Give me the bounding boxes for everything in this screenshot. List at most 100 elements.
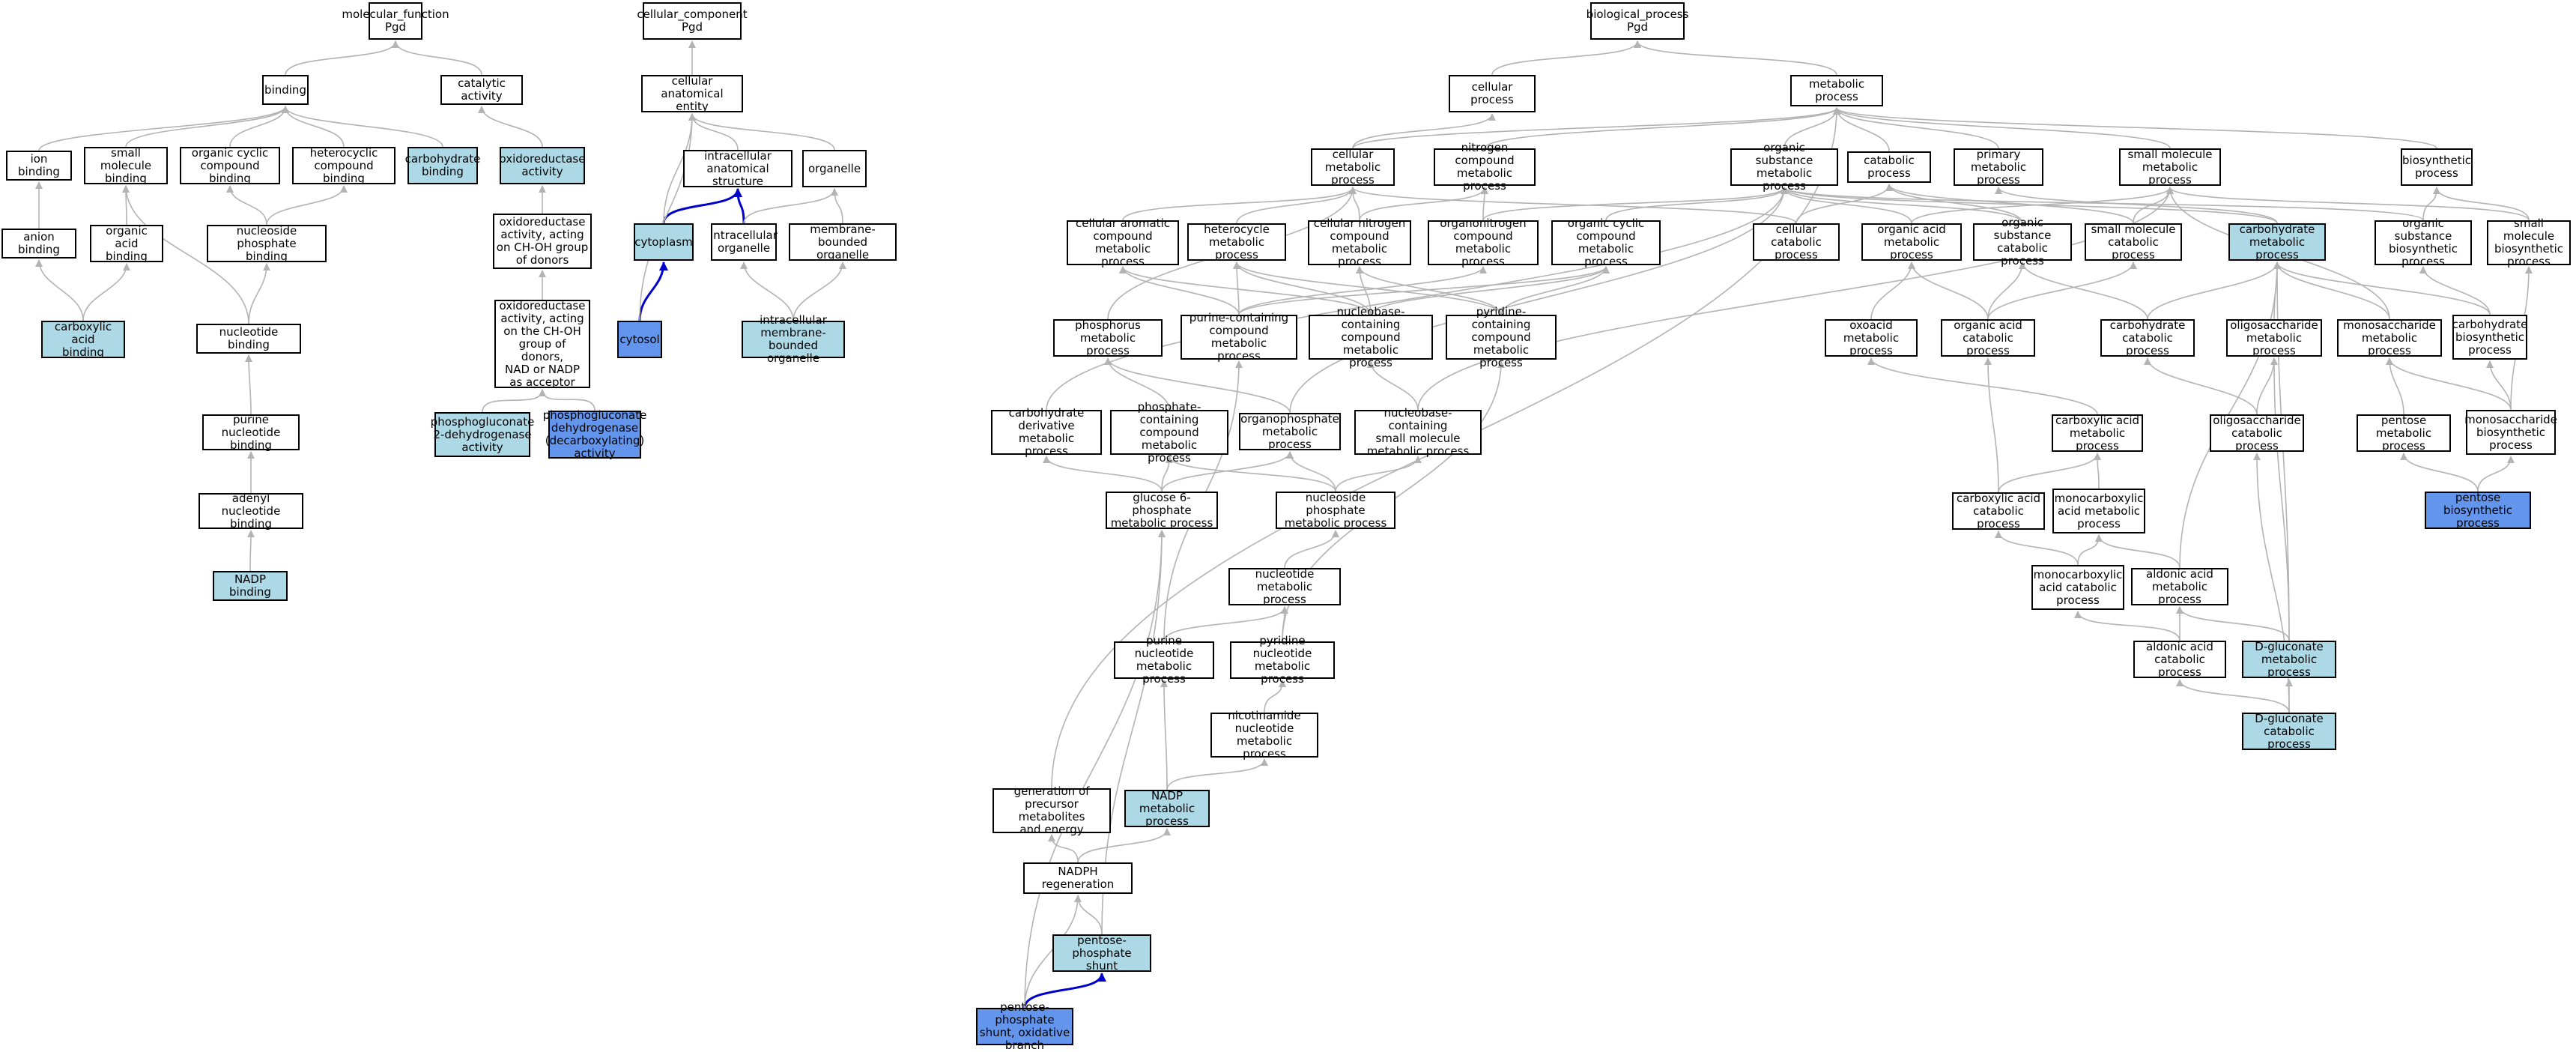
node-carbohydrate-catabolic-process[interactable]: carbohydrate catabolic process — [2100, 318, 2195, 357]
edge-mono_bio-to-mono_met — [2386, 357, 2512, 411]
node-biosynthetic-process[interactable]: biosynthetic process — [2401, 148, 2473, 186]
node-oligosaccharide-catabolic-process[interactable]: oligosaccharide catabolic process — [2210, 414, 2304, 452]
node-heterocyclic-compound-binding[interactable]: heterocyclic compound binding — [292, 146, 396, 184]
edge-monocarb_cat-to-monocarb_met — [2077, 534, 2103, 566]
node-cellular-nitrogen-compound-metabolic-process[interactable]: cellular nitrogen compound metabolic pro… — [1308, 217, 1411, 268]
node-cellular-component[interactable]: cellular_component Pgd — [637, 2, 748, 40]
node-carbohydrate-binding[interactable]: carbohydrate binding — [405, 147, 480, 184]
node-monosaccharide-metabolic-process[interactable]: monosaccharide metabolic process — [2337, 318, 2442, 357]
node-organic-cyclic-compound-metabolic-process[interactable]: organic cyclic compound metabolic proces… — [1551, 217, 1661, 268]
node-membrane-bounded-organelle[interactable]: membrane-bounded organelle — [789, 223, 897, 261]
node-nucleotide-binding[interactable]: nucleotide binding — [196, 324, 301, 354]
node-cytosol[interactable]: cytosol — [617, 321, 662, 358]
node-cellular-aromatic-compound-metabolic-process[interactable]: cellular aromatic compound metabolic pro… — [1067, 217, 1179, 268]
edge-phc_met-to-phos_met — [1104, 357, 1170, 411]
node-oxoacid-metabolic-process[interactable]: oxoacid metabolic process — [1825, 318, 1918, 357]
node-phosphogluconate-dehydrogenase-decarboxylating[interactable]: phosphogluconate dehydrogenase (decarbox… — [542, 408, 647, 460]
node-molecular-function[interactable]: molecular_function Pgd — [342, 2, 449, 40]
node-carboxylic-acid-catabolic-process[interactable]: carboxylic acid catabolic process — [1952, 492, 2045, 530]
node-organonitrogen-compound-metabolic-process[interactable]: organonitrogen compound metabolic proces… — [1428, 217, 1539, 268]
node-primary-metabolic-process[interactable]: primary metabolic process — [1954, 148, 2043, 186]
node-intracellular-anatomical-structure[interactable]: intracellular anatomical structure — [683, 149, 793, 187]
node-nitrogen-compound-metabolic-process[interactable]: nitrogen compound metabolic process — [1434, 142, 1536, 193]
node-cytoplasm[interactable]: cytoplasm — [634, 223, 694, 261]
node-oxidoreductase-nad-nadp[interactable]: oxidoreductase activity, acting on the C… — [494, 299, 590, 388]
node-intracellular-membrane-bounded-organelle[interactable]: intracellular membrane-bounded organelle — [742, 314, 845, 365]
node-phosphorus-metabolic-process[interactable]: phosphorus metabolic process — [1053, 318, 1163, 357]
node-pentose-biosynthetic-process[interactable]: pentose biosynthetic process — [2425, 491, 2531, 529]
node-carbohydrate-metabolic-process[interactable]: carbohydrate metabolic process — [2228, 223, 2326, 261]
node-aldonic-acid-metabolic-process[interactable]: aldonic acid metabolic process — [2131, 567, 2228, 605]
node-carbohydrate-derivative-metabolic-process[interactable]: carbohydrate derivative metabolic proces… — [991, 407, 1102, 458]
edge-cytosol-to-cytoplasm — [638, 262, 668, 321]
node-purine-nucleotide-binding[interactable]: purine nucleotide binding — [202, 413, 300, 451]
node-phosphogluconate-2-dehydrogenase[interactable]: phosphogluconate 2-dehydrogenase activit… — [431, 412, 534, 457]
node-organic-substance-biosynthetic-process[interactable]: organic substance biosynthetic process — [2375, 217, 2472, 268]
node-adenyl-nucleotide-binding[interactable]: adenyl nucleotide binding — [198, 492, 303, 530]
node-pentose-metabolic-process[interactable]: pentose metabolic process — [2357, 414, 2451, 452]
node-nucleotide-metabolic-process[interactable]: nucleotide metabolic process — [1228, 567, 1341, 605]
node-pentose-phosphate-shunt[interactable]: pentose-phosphate shunt — [1052, 934, 1151, 972]
node-ion-binding[interactable]: ion binding — [6, 151, 72, 181]
node-pentose-phosphate-shunt-oxidative-branch[interactable]: pentose-phosphate shunt, oxidative branc… — [976, 1001, 1073, 1052]
node-nicotinamide-nucleotide-metabolic-process[interactable]: nicotinamide nucleotide metabolic proces… — [1210, 710, 1318, 761]
edge-sm_bio-to-sm_met — [2166, 187, 2530, 221]
node-oxidoreductase-activity[interactable]: oxidoreductase activity — [500, 147, 585, 184]
node-d-gluconate-catabolic-process[interactable]: D-gluconate catabolic process — [2242, 712, 2336, 750]
node-d-gluconate-metabolic-process[interactable]: D-gluconate metabolic process — [2242, 640, 2336, 678]
node-pyridine-containing-compound-metabolic-process[interactable]: pyridine-containing compound metabolic p… — [1446, 305, 1557, 369]
node-nadp-binding[interactable]: NADP binding — [213, 571, 288, 601]
edge-nadp_met-to-pun_met — [1160, 680, 1169, 790]
node-nucleoside-phosphate-metabolic-process[interactable]: nucleoside phosphate metabolic process — [1276, 491, 1395, 529]
node-purine-containing-compound-metabolic-process[interactable]: purine-containing compound metabolic pro… — [1181, 312, 1297, 363]
node-carboxylic-acid-binding[interactable]: carboxylic acid binding — [41, 320, 125, 358]
node-organic-cyclic-compound-binding[interactable]: organic cyclic compound binding — [180, 146, 280, 184]
node-metabolic-process[interactable]: metabolic process — [1790, 75, 1883, 106]
node-nadp-metabolic-process[interactable]: NADP metabolic process — [1124, 789, 1210, 827]
node-monocarboxylic-acid-metabolic-process[interactable]: monocarboxylic acid metabolic process — [2052, 489, 2145, 533]
node-nucleobase-containing-compound-metabolic-process[interactable]: nucleobase-containing compound metabolic… — [1309, 305, 1433, 369]
node-oxidoreductase-ch-oh[interactable]: oxidoreductase activity, acting on CH-OH… — [493, 214, 592, 269]
node-generation-of-precursor-metabolites[interactable]: generation of precursor metabolites and … — [992, 785, 1111, 836]
node-anion-binding[interactable]: anion binding — [1, 229, 76, 259]
node-biological-process[interactable]: biological_process Pgd — [1586, 2, 1688, 40]
node-monosaccharide-biosynthetic-process[interactable]: monosaccharide biosynthetic process — [2464, 410, 2557, 455]
edge-imbo-to-ic_organelle — [740, 262, 794, 321]
node-heterocycle-metabolic-process[interactable]: heterocycle metabolic process — [1187, 223, 1286, 261]
node-organic-substance-catabolic-process[interactable]: organic substance catabolic process — [1973, 217, 2072, 267]
node-catabolic-process[interactable]: catabolic process — [1847, 151, 1931, 183]
node-organic-acid-binding[interactable]: organic acid binding — [90, 224, 163, 262]
node-organelle[interactable]: organelle — [802, 150, 867, 187]
node-cellular-catabolic-process[interactable]: cellular catabolic process — [1753, 223, 1840, 261]
node-small-molecule-metabolic-process[interactable]: small molecule metabolic process — [2119, 148, 2221, 186]
node-small-molecule-biosynthetic-process[interactable]: small molecule biosynthetic process — [2487, 217, 2571, 268]
node-cellular-process[interactable]: cellular process — [1449, 75, 1536, 112]
node-catalytic-activity[interactable]: catalytic activity — [440, 75, 523, 105]
node-binding[interactable]: binding — [262, 75, 309, 105]
node-organophosphate-metabolic-process[interactable]: organophosphate metabolic process — [1239, 412, 1341, 450]
node-nucleobase-containing-small-molecule-metabolic-process[interactable]: nucleobase-containing small molecule met… — [1354, 407, 1482, 458]
node-phosphate-containing-compound-metabolic-process[interactable]: phosphate-containing compound metabolic … — [1110, 400, 1228, 464]
node-nucleoside-phosphate-binding[interactable]: nucleoside phosphate binding — [207, 224, 327, 262]
node-small-molecule-binding[interactable]: small molecule binding — [84, 146, 168, 184]
edge-ca_binding-to-anion_binding — [35, 259, 84, 321]
node-organic-acid-metabolic-process[interactable]: organic acid metabolic process — [1861, 223, 1962, 261]
edge-ncomp_met-to-metabolic — [1484, 107, 1840, 149]
node-aldonic-acid-catabolic-process[interactable]: aldonic acid catabolic process — [2133, 640, 2226, 678]
edge-cytoplasm-to-ias — [662, 188, 742, 224]
edge-sm_cat-to-catabolic — [1885, 184, 2134, 224]
node-organic-acid-catabolic-process[interactable]: organic acid catabolic process — [1941, 318, 2035, 357]
node-purine-nucleotide-metabolic-process[interactable]: purine nucleotide metabolic process — [1114, 635, 1214, 686]
node-pyridine-nucleotide-metabolic-process[interactable]: pyridine nucleotide metabolic process — [1230, 635, 1335, 686]
node-glucose-6-phosphate-metabolic-process[interactable]: glucose 6-phosphate metabolic process — [1106, 491, 1218, 529]
node-carboxylic-acid-metabolic-process[interactable]: carboxylic acid metabolic process — [2052, 414, 2143, 452]
node-oligosaccharide-metabolic-process[interactable]: oligosaccharide metabolic process — [2226, 318, 2322, 357]
node-monocarboxylic-acid-catabolic-process[interactable]: monocarboxylic acid catabolic process — [2031, 565, 2124, 610]
node-cellular-anatomical-entity[interactable]: cellular anatomical entity — [641, 74, 743, 112]
node-intracellular-organelle[interactable]: intracellular organelle — [710, 223, 778, 261]
node-small-molecule-catabolic-process[interactable]: small molecule catabolic process — [2085, 223, 2182, 261]
node-organic-substance-metabolic-process[interactable]: organic substance metabolic process — [1730, 142, 1838, 193]
node-cellular-metabolic-process[interactable]: cellular metabolic process — [1311, 148, 1395, 186]
node-carbohydrate-biosynthetic-process[interactable]: carbohydrate biosynthetic process — [2452, 315, 2527, 360]
node-nadph-regeneration[interactable]: NADPH regeneration — [1023, 862, 1133, 894]
